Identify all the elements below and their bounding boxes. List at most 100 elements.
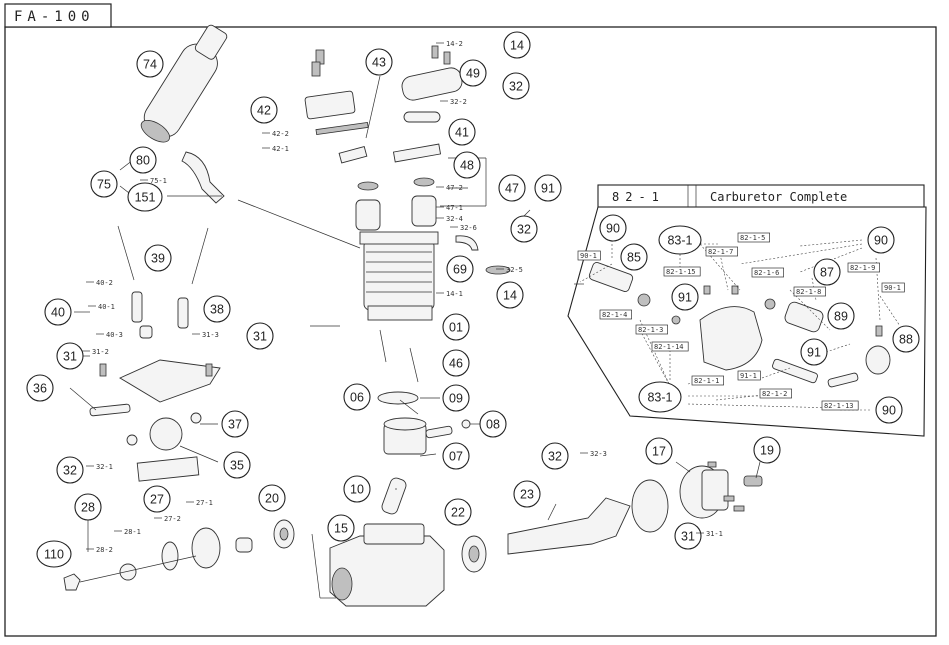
- subcode-label: 32-3: [590, 450, 607, 458]
- callout-bubble: [510, 215, 538, 243]
- callout-label: 31: [681, 530, 695, 544]
- subcode-label: 82-1-3: [638, 326, 663, 334]
- callout-c80: 80: [129, 146, 157, 174]
- outer-frame: [4, 26, 937, 637]
- callout-bubble: [541, 442, 569, 470]
- callout-bubble: [365, 48, 393, 76]
- callout-bubble: [638, 381, 682, 413]
- subcode-label: 90-1: [580, 252, 597, 260]
- subcode-box: [751, 267, 784, 278]
- subcode-label: 82-1-6: [754, 269, 779, 277]
- subcode-s75_1: 75-1: [140, 177, 167, 185]
- callout-bubble: [453, 151, 481, 179]
- callout-bubble: [875, 396, 903, 424]
- callout-c31c: 31: [674, 522, 702, 550]
- callout-c32d: 32: [541, 442, 569, 470]
- callout-c22: 22: [444, 498, 472, 526]
- subcode-layer: 14-232-242-242-175-147-247-132-432-632-5…: [82, 40, 905, 554]
- callout-c37: 37: [221, 410, 249, 438]
- callout-c35: 35: [223, 451, 251, 479]
- callout-label: 46: [449, 357, 463, 371]
- subcode-s47_1: 47-1: [436, 204, 463, 212]
- callout-label: 42: [257, 104, 271, 118]
- subcode-s40_2: 40-2: [86, 279, 113, 287]
- subcode-b82_1_8: 82-1-8: [793, 286, 826, 297]
- callout-label: 85: [627, 251, 641, 265]
- callout-bubble: [444, 498, 472, 526]
- callout-c40: 40: [44, 298, 72, 326]
- subcode-b82_1_15: 82-1-15: [663, 266, 701, 277]
- callout-i83a: 83-1: [658, 225, 702, 255]
- callout-bubble: [203, 295, 231, 323]
- callout-bubble: [144, 244, 172, 272]
- callout-bubble: [327, 514, 355, 542]
- subcode-box: [691, 375, 724, 386]
- exhaust-pipe-shape: [181, 151, 225, 204]
- subcode-box: [737, 370, 761, 381]
- callout-bubble: [90, 170, 118, 198]
- callout-label: 90: [882, 404, 896, 418]
- callout-bubble: [136, 50, 164, 78]
- callout-label: 22: [451, 506, 465, 520]
- subcode-label: 82-1-15: [666, 268, 696, 276]
- cylinder-shape: [359, 231, 439, 321]
- subcode-box: [793, 286, 826, 297]
- callout-label: 32: [63, 464, 77, 478]
- callout-bubble: [44, 298, 72, 326]
- subcode-label: 42-1: [272, 145, 289, 153]
- rear-cover-shape: [679, 461, 763, 519]
- subcode-b82_1_9: 82-1-9: [847, 262, 880, 273]
- callout-bubble: [753, 436, 781, 464]
- callout-label: 15: [334, 522, 348, 536]
- callout-c32c: 32: [56, 456, 84, 484]
- callout-bubble: [250, 96, 278, 124]
- subcode-label: 82-1-1: [694, 377, 719, 385]
- subcode-s32_6: 32-6: [450, 224, 477, 232]
- callout-label: 80: [136, 154, 150, 168]
- subcode-label: 82-1-4: [602, 311, 627, 319]
- callout-bubble: [513, 480, 541, 508]
- callout-label: 88: [899, 333, 913, 347]
- head-cover-shape: [401, 67, 463, 101]
- callout-label: 06: [350, 391, 364, 405]
- subcode-label: 32-1: [96, 463, 113, 471]
- subcode-box: [705, 246, 738, 257]
- callout-bubble: [442, 349, 470, 377]
- callout-bubble: [813, 258, 841, 286]
- subcode-b82_1_4: 82-1-4: [599, 309, 632, 320]
- subcode-label: 32-6: [460, 224, 477, 232]
- title-tab: [4, 3, 112, 28]
- callout-label: 14: [510, 39, 524, 53]
- callout-bubble: [246, 322, 274, 350]
- callout-c32b: 32: [510, 215, 538, 243]
- callout-bubble: [479, 410, 507, 438]
- subcode-s31_2: 31-2: [82, 348, 109, 356]
- callout-bubble: [620, 243, 648, 271]
- callout-label: 09: [449, 392, 463, 406]
- subcode-s32_3: 32-3: [580, 450, 607, 458]
- callout-c06: 06: [343, 383, 371, 411]
- callout-i90c: 90: [875, 396, 903, 424]
- callout-label: 83-1: [647, 391, 672, 405]
- callout-label: 32: [548, 450, 562, 464]
- callout-c151: 151: [127, 182, 163, 212]
- inset-code: 82-1: [612, 190, 665, 204]
- callout-bubble: [448, 118, 476, 146]
- callout-label: 27: [150, 493, 164, 507]
- callout-c31b: 31: [56, 342, 84, 370]
- callout-c27: 27: [143, 485, 171, 513]
- valve-cover-shape: [304, 90, 356, 120]
- subcode-b82_1_3: 82-1-3: [635, 324, 668, 335]
- callout-c74: 74: [136, 50, 164, 78]
- callout-bubble: [221, 410, 249, 438]
- subcode-label: 32-5: [506, 266, 523, 274]
- callout-bubble: [503, 31, 531, 59]
- callout-c31a: 31: [246, 322, 274, 350]
- subcode-label: 14-1: [446, 290, 463, 298]
- callout-label: 90: [874, 234, 888, 248]
- callout-label: 01: [449, 321, 463, 335]
- propeller-hub-shape: [191, 527, 221, 569]
- subcode-b82_1_5: 82-1-5: [737, 232, 770, 243]
- subcode-b90_1a: 90-1: [577, 250, 601, 261]
